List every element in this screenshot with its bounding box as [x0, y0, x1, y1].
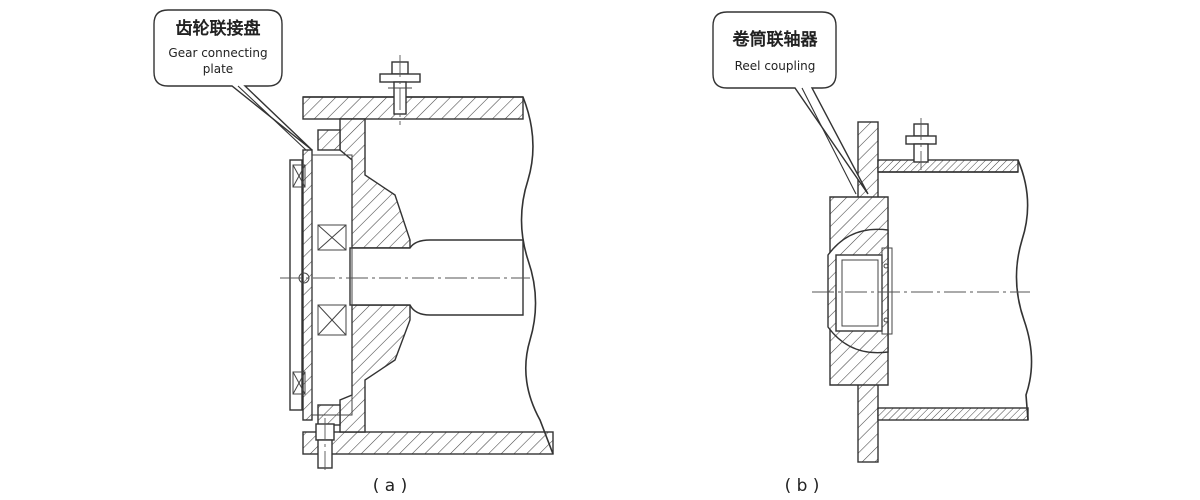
caption-a: ( a ): [373, 476, 408, 496]
drum-flange-lower: [339, 304, 411, 433]
top-bolt: [379, 55, 421, 125]
callout-a: 齿轮联接盘 Gear connecting plate: [153, 9, 313, 151]
caption-b: ( b ): [785, 476, 820, 496]
hub-block-upper: [317, 129, 341, 151]
callout-a-en-label-line1: Gear connecting: [168, 46, 267, 60]
callout-b-en-label: Reel coupling: [735, 59, 816, 73]
callout-a-en-label-line2: plate: [203, 62, 233, 76]
drum-shell-top: [302, 96, 524, 120]
coupling-bore: [835, 254, 883, 332]
figure-a-gear-connecting-plate: 齿轮联接盘 Gear connecting plate ( a ): [153, 9, 554, 496]
drum-break-line-b: [1015, 159, 1033, 421]
drum-shell-bottom-b: [877, 407, 1029, 421]
drum-shell-top-b: [877, 159, 1019, 173]
drum-shell-bottom: [302, 431, 554, 455]
gear-connecting-plate-part: [289, 149, 353, 421]
callout-a-cn-label: 齿轮联接盘: [176, 18, 261, 39]
drum-break-line: [520, 96, 554, 455]
bottom-bolt: [315, 418, 335, 470]
figure-b-reel-coupling: 卷筒联轴器 Reel coupling ( b ): [712, 11, 1033, 496]
drum-flange-upper: [339, 118, 411, 249]
callout-b-cn-label: 卷筒联轴器: [732, 29, 819, 50]
top-bolt-b: [905, 118, 937, 170]
callout-b: 卷筒联轴器 Reel coupling: [712, 11, 869, 195]
main-shaft: [349, 239, 524, 316]
